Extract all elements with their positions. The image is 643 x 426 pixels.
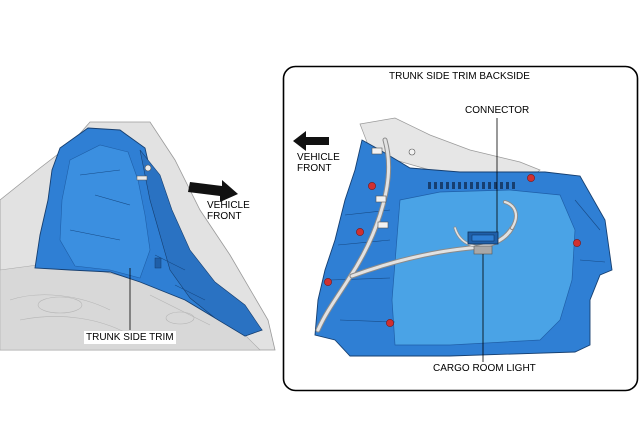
left-floor-details <box>9 294 211 336</box>
cargo-room-light-label: CARGO ROOM LIGHT <box>433 363 536 374</box>
trunk-side-trim-label: TRUNK SIDE TRIM <box>84 331 176 344</box>
right-wiring-harness <box>315 137 518 333</box>
left-trim-face <box>59 144 151 279</box>
right-vent-slots <box>428 182 515 189</box>
connector-label: CONNECTOR <box>465 105 530 116</box>
left-clip-parts <box>136 164 162 269</box>
right-vehicle-front-label: VEHICLE FRONT <box>297 152 340 174</box>
right-cargo-room-light <box>473 245 493 255</box>
left-vehicle-front-label: VEHICLE FRONT <box>207 200 250 222</box>
right-red-clips <box>324 174 581 327</box>
right-vehicle-front-line2: FRONT <box>297 163 332 174</box>
right-trim-recess <box>391 189 576 346</box>
right-illustration <box>314 117 613 362</box>
right-white-clips <box>371 147 416 229</box>
right-vehicle-front-arrow <box>293 131 329 151</box>
left-vehicle-front-arrow <box>188 180 238 202</box>
right-panel-title: TRUNK SIDE TRIM BACKSIDE <box>389 71 530 82</box>
left-illustration <box>0 121 276 351</box>
right-vehicle-front-line1: VEHICLE <box>297 152 340 163</box>
left-trim-pillar <box>139 149 263 337</box>
left-trim-details <box>69 169 206 301</box>
left-vehicle-front-line2: FRONT <box>207 211 242 222</box>
left-vehicle-front-line1: VEHICLE <box>207 200 250 211</box>
right-connector-socket <box>471 234 495 242</box>
